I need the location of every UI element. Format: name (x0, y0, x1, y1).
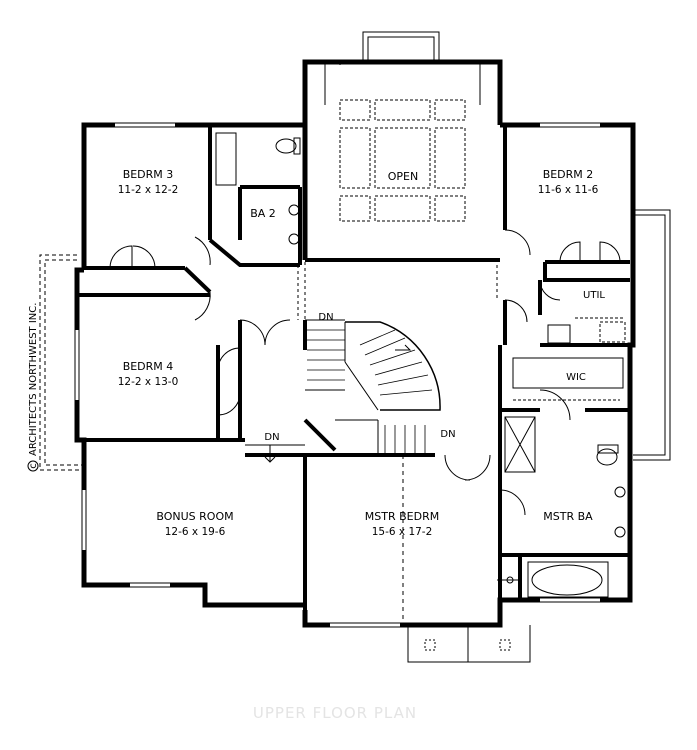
fixtures (39, 31, 671, 663)
copyright: c ARCHITECTS NORTHWEST INC. (27, 303, 39, 472)
bedroom2-name: BEDRM 2 (543, 168, 594, 181)
copyright-symbol: c (28, 463, 39, 469)
stair-dn-left: DN (264, 432, 279, 443)
stair-dn-right: DN (440, 429, 455, 440)
bedroom4-name: BEDRM 4 (123, 360, 174, 373)
bonus-dim: 12-6 x 19-6 (165, 526, 226, 538)
copyright-symbol-icon (27, 460, 39, 472)
bedroom4-dim: 12-2 x 13-0 (118, 376, 179, 388)
master-bath-name: MSTR BA (543, 510, 593, 523)
room-labels: BEDRM 3 11-2 x 12-2 BA 2 OPEN BEDRM 2 11… (118, 168, 606, 538)
interior-walls (77, 125, 630, 625)
wic-name: WIC (566, 372, 586, 383)
open-name: OPEN (388, 170, 418, 183)
master-dim: 15-6 x 17-2 (372, 526, 433, 538)
copyright-text: ARCHITECTS NORTHWEST INC. (28, 303, 39, 456)
stair-dn-top: DN (318, 312, 333, 323)
master-name: MSTR BEDRM (365, 510, 439, 523)
util-name: UTIL (583, 290, 605, 301)
bonus-name: BONUS ROOM (156, 510, 233, 523)
bath2-name: BA 2 (250, 207, 276, 220)
bedroom3-name: BEDRM 3 (123, 168, 174, 181)
bedroom3-dim: 11-2 x 12-2 (118, 184, 179, 196)
plan-title: UPPER FLOOR PLAN (253, 704, 417, 722)
open-ceiling-grid (339, 99, 466, 222)
bedroom2-dim: 11-6 x 11-6 (538, 184, 599, 196)
